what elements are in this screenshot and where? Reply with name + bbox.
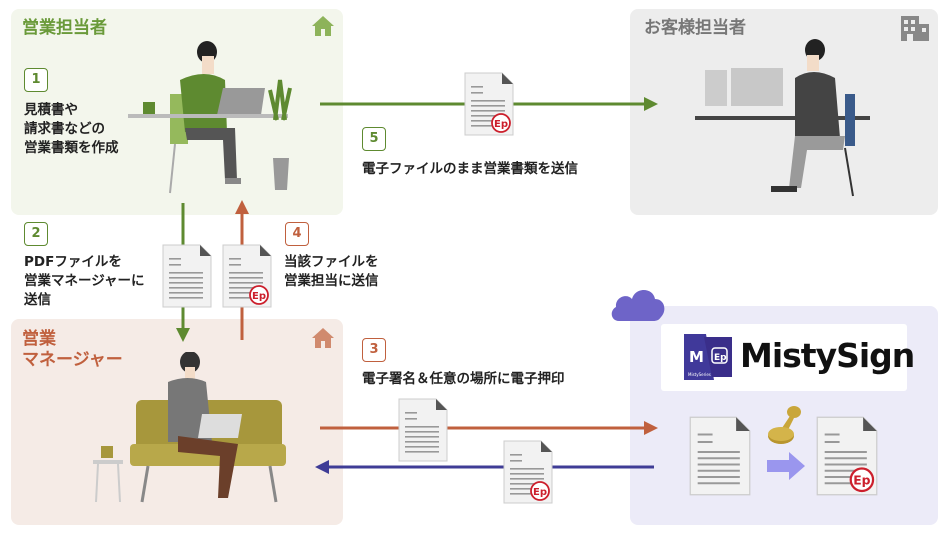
customer-illustration	[695, 39, 870, 197]
document-icon: Ep	[464, 72, 514, 136]
house-icon	[312, 16, 334, 36]
step-2-badge: 2	[24, 222, 48, 246]
desc-line: 営業担当に送信	[284, 273, 379, 289]
document-icon: Ep	[222, 244, 272, 308]
step-4-badge: 4	[285, 222, 309, 246]
mistysign-logo-text: MistySign	[740, 336, 915, 375]
seal-stamp-icon: Ep	[849, 467, 875, 493]
document-icon	[689, 416, 751, 496]
sales-rep-illustration	[128, 41, 292, 194]
step-2-desc: PDFファイルを 営業マネージャーに 送信	[24, 253, 145, 310]
manager-illustration	[93, 352, 286, 503]
desc-line: 当該ファイルを	[284, 254, 379, 270]
step-1-desc: 見積書や 請求書などの 営業書類を作成	[24, 101, 119, 158]
desc-line: 送信	[24, 292, 51, 308]
svg-text:Ep: Ep	[714, 353, 727, 363]
customer-title: お客様担当者	[644, 18, 746, 38]
svg-text:Ep: Ep	[533, 487, 547, 498]
svg-text:Ep: Ep	[853, 473, 870, 488]
customer-panel	[630, 9, 938, 215]
mistysign-logo-mark: M Ep MistySeries	[684, 334, 732, 380]
document-icon	[162, 244, 212, 308]
desc-line: 請求書などの	[24, 121, 105, 137]
arrow-return-to-manager	[315, 460, 654, 474]
desc-line: PDFファイルを	[24, 254, 122, 270]
seal-stamp-icon: Ep	[530, 481, 550, 501]
process-arrow-icon	[767, 452, 805, 480]
step-3-desc: 電子署名＆任意の場所に電子押印	[362, 371, 565, 387]
desc-line: 見積書や	[24, 102, 78, 118]
building-icon	[901, 16, 929, 41]
arrow-3-to-mistysign	[320, 421, 658, 435]
house-icon	[312, 328, 334, 348]
manager-title-line1: 営業	[22, 329, 56, 349]
document-icon: Ep	[816, 416, 878, 496]
svg-text:MistySeries: MistySeries	[688, 372, 711, 377]
step-5-desc: 電子ファイルのまま営業書類を送信	[362, 161, 578, 177]
svg-text:Ep: Ep	[252, 291, 266, 302]
seal-stamp-icon: Ep	[491, 113, 511, 133]
step-1-badge: 1	[24, 68, 48, 92]
seal-stamp-icon: Ep	[249, 285, 269, 305]
desc-line: 営業マネージャーに	[24, 273, 145, 289]
step-5-badge: 5	[362, 127, 386, 151]
document-icon: Ep	[503, 440, 553, 504]
step-3-badge: 3	[362, 338, 386, 362]
document-icon	[398, 398, 448, 462]
sales-rep-title: 営業担当者	[22, 18, 107, 38]
svg-text:Ep: Ep	[494, 119, 508, 130]
stamp-icon	[768, 406, 801, 444]
desc-line: 営業書類を作成	[24, 140, 119, 156]
svg-text:M: M	[689, 348, 704, 366]
cloud-icon	[611, 290, 665, 321]
step-4-desc: 当該ファイルを 営業担当に送信	[284, 253, 379, 291]
manager-title-line2: マネージャー	[22, 350, 123, 370]
